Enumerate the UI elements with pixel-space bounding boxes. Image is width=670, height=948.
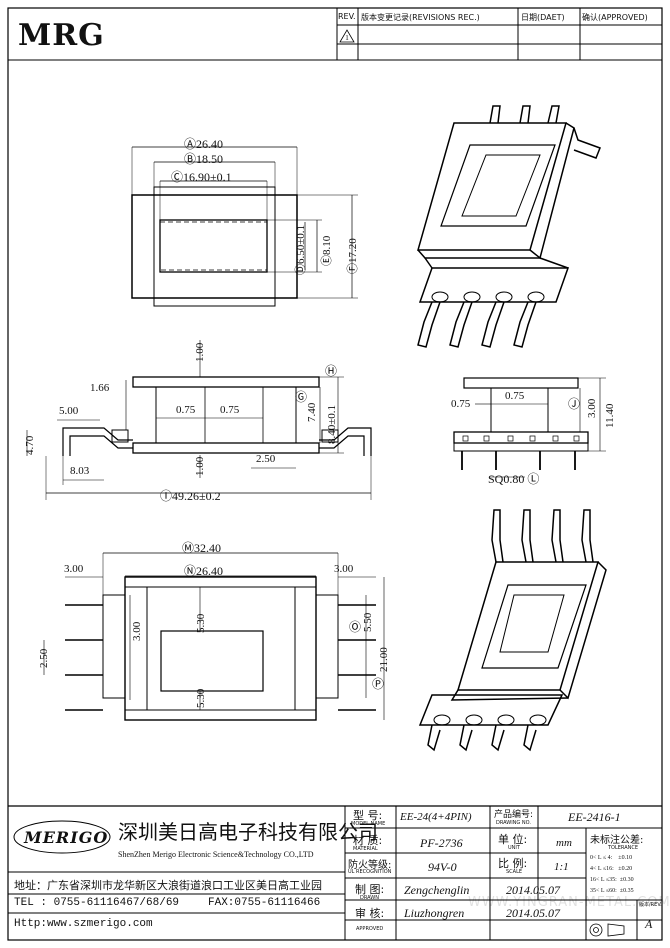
dim-g-marker: Ⓖ — [295, 390, 308, 404]
company-name-en: ShenZhen Merigo Electronic Science&Techn… — [118, 850, 314, 859]
dim-front-075b: 0.75 — [220, 404, 240, 416]
drawing-label: 产品编号: — [494, 810, 534, 820]
tolerance-label: 未标注公差: — [590, 835, 644, 846]
tolerance-sub: TOLERANCE — [608, 845, 639, 851]
company-address: 地址：广东省深圳市龙华新区大浪街道浪口工业区美日高工业园 — [14, 879, 322, 892]
dim-bot-300c: 3.00 — [131, 621, 143, 641]
dim-l: SQ0.80 Ⓛ — [488, 472, 540, 486]
scale-sub: SCALE — [506, 869, 523, 875]
dim-e: Ⓔ8.10 — [321, 235, 333, 266]
dim-side-075a: 0.75 — [451, 398, 471, 410]
watermark: WWW.YINGRAN-METAL.COM — [468, 895, 670, 910]
dim-m: Ⓜ32.40 — [182, 541, 222, 555]
dim-bot-250: 2.50 — [38, 648, 50, 668]
side-view — [453, 377, 606, 478]
drawing-sub: DRAWING NO. — [496, 820, 531, 826]
tolerance-row-1: 0< L ≤ 4: ±0.10 — [590, 855, 633, 861]
material-value: PF-2736 — [420, 836, 463, 850]
projection-symbol-icon — [589, 923, 625, 937]
flame-value: 94V-0 — [428, 860, 457, 874]
company-website: Http:www.szmerigo.com — [14, 918, 153, 930]
dim-front-075a: 0.75 — [176, 404, 196, 416]
svg-text:1: 1 — [345, 34, 349, 42]
tolerance-row-4: 35< L ≤60: ±0.35 — [590, 888, 634, 894]
approved-by: Liuzhongren — [404, 906, 465, 920]
dim-front-803: 8.03 — [70, 465, 90, 477]
dim-front-top: 1.00 — [194, 342, 206, 362]
dim-bot-530b: 5.30 — [195, 688, 207, 708]
unit-value: mm — [556, 837, 572, 849]
dim-a: Ⓐ26.40 — [184, 137, 224, 151]
drawn-sub: DRAWN — [360, 895, 379, 901]
rev-label: REV. — [338, 12, 356, 21]
scale-value: 1:1 — [554, 861, 569, 873]
tolerance-row-3: 16< L ≤35: ±0.30 — [590, 877, 634, 883]
unit-label: 单 位: — [498, 833, 528, 846]
dim-front-250: 2.50 — [256, 453, 276, 465]
merigo-logo-ring — [13, 820, 111, 854]
dim-bot-300a: 3.00 — [64, 563, 84, 575]
dim-front-100b: 1.00 — [194, 456, 206, 476]
revision-label: 版本变更记录(REVISIONS REC.) — [361, 13, 480, 22]
version-label: 版本/REV. — [639, 902, 662, 908]
dim-p: 21.00 — [378, 647, 390, 672]
company-fax: FAX:0755-61116466 — [208, 897, 321, 909]
dim-j: 3.00 — [586, 398, 598, 418]
dim-b: Ⓑ18.50 — [184, 152, 224, 166]
dim-front-500: 5.00 — [59, 405, 79, 417]
date-label: 日期(DAET) — [521, 13, 565, 22]
model-value: EE-24(4+4PIN) — [400, 811, 472, 823]
top-view — [131, 146, 358, 307]
model-sub: MODEL NAME — [351, 821, 386, 827]
material-label: 材 质: — [353, 834, 383, 847]
dim-f: Ⓕ17.20 — [347, 238, 359, 274]
tolerance-row-2: 4< L ≤16: ±0.20 — [590, 866, 633, 872]
dim-h: 8.40±0.1 — [326, 404, 338, 444]
dim-bot-300b: 3.00 — [334, 563, 354, 575]
approved-label: 确认(APPROVED) — [582, 13, 648, 22]
isometric-view-bottom — [418, 509, 607, 752]
dim-o: 5.50 — [362, 612, 374, 632]
drawn-by: Zengchenglin — [404, 883, 470, 897]
material-sub: MATERIAL — [353, 846, 378, 852]
mrg-logo: MRG — [18, 18, 105, 53]
sheet-border — [7, 7, 663, 941]
dim-d: Ⓓ6.50±0.1 — [295, 224, 307, 275]
approved-sub: APPROVED — [356, 926, 384, 932]
drawing-no: EE-2416-1 — [568, 810, 621, 824]
model-label: 型 号: — [353, 809, 383, 822]
flame-sub: UL RECOGNITION — [348, 869, 392, 875]
dim-c: Ⓒ16.90±0.1 — [171, 170, 232, 184]
drawn-date: 2014.05.07 — [506, 883, 560, 897]
dim-i: Ⓘ49.26±0.2 — [160, 489, 221, 503]
dim-side-1140: 11.40 — [604, 403, 616, 428]
dim-front-166: 1.66 — [90, 382, 110, 394]
scale-label: 比 例: — [498, 857, 528, 870]
drawn-label: 制 图: — [355, 883, 385, 896]
front-view — [26, 340, 372, 500]
isometric-view-top — [417, 105, 601, 348]
revision-table: 1 — [8, 8, 662, 61]
approved-label-tb: 审 核: — [355, 907, 385, 920]
company-name-cn: 深圳美日高电子科技有限公司 — [118, 820, 378, 844]
dim-n: Ⓝ26.40 — [184, 564, 224, 578]
flame-label: 防火等级: — [348, 860, 392, 871]
version-value: A — [645, 917, 653, 931]
dim-p-marker: Ⓟ — [372, 677, 385, 691]
brand-logo: MERIGO — [24, 828, 109, 847]
revision-triangle-icon — [339, 29, 355, 43]
dim-side-075b: 0.75 — [505, 390, 525, 402]
bottom-view — [43, 552, 385, 721]
company-tel: TEL : 0755-61116467/68/69 — [14, 897, 180, 909]
dim-h-marker: Ⓗ — [325, 364, 338, 378]
approved-date: 2014.05.07 — [506, 906, 560, 920]
unit-sub: UNIT — [508, 845, 520, 851]
dim-j-marker: Ⓙ — [568, 397, 581, 411]
dim-front-470: 4.70 — [24, 435, 36, 455]
title-block — [8, 805, 662, 940]
dim-bot-530a: 5.30 — [195, 613, 207, 633]
dim-g: 7.40 — [306, 402, 318, 422]
dim-o-marker: Ⓞ — [349, 620, 362, 634]
